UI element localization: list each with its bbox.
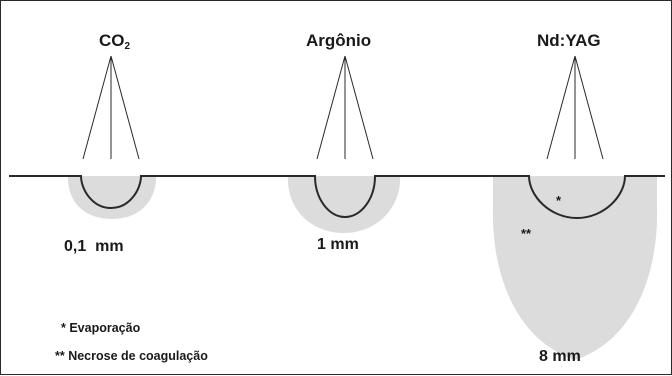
argon-title: Argônio: [306, 31, 372, 50]
ndyag-coagulation-zone: [492, 176, 658, 360]
argon-depth-label: 1 mm: [317, 236, 359, 253]
co2-coagulation-zone: [68, 176, 156, 219]
legend-coagulation: ** Necrose de coagulação: [55, 349, 208, 363]
coagulation-marker: **: [521, 226, 532, 241]
tissue-surface-line: [9, 175, 665, 220]
argon-beam: [316, 55, 374, 160]
legend-evaporation: * Evaporação: [61, 321, 141, 335]
ndyag-depth-label: 8 mm: [539, 348, 581, 365]
co2-depth-label: 0,1 mm: [64, 238, 124, 255]
co2-beam: [82, 55, 140, 160]
evaporation-marker: *: [556, 193, 562, 208]
co2-title: CO2: [99, 31, 131, 52]
ndyag-title: Nd:YAG: [537, 31, 601, 50]
ndyag-beam: [546, 55, 604, 160]
argon-coagulation-zone: [288, 176, 400, 233]
